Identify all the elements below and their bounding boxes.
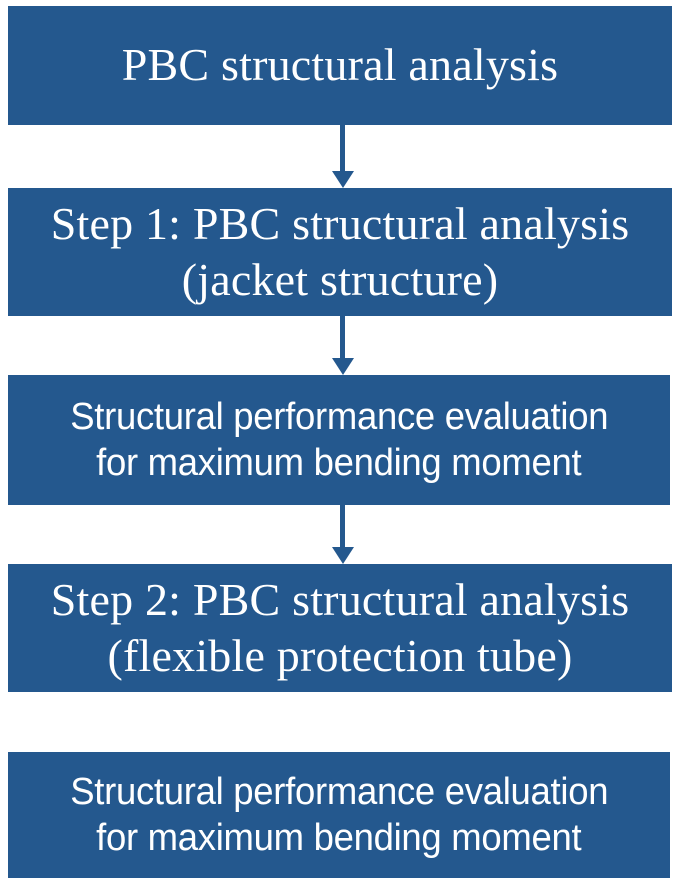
flow-node-line: for maximum bending moment (96, 817, 582, 859)
arrow-shaft (340, 125, 345, 172)
flow-node-line: (jacket structure) (181, 254, 499, 305)
flow-node-line: Structural performance evaluation (70, 395, 608, 438)
flow-node-evaluation-after-step-1: Structural performance evaluation for ma… (8, 375, 670, 505)
arrow-node3-to-node4 (332, 505, 354, 564)
flow-node-line: Structural performance evaluation (70, 770, 608, 813)
down-arrow-icon (332, 358, 354, 375)
arrow-shaft (340, 316, 345, 359)
flow-node-step-2-flexible-protection-tube: Step 2: PBC structural analysis (flexibl… (8, 564, 672, 692)
flow-node-line: Step 1: PBC structural analysis (50, 197, 630, 249)
down-arrow-icon (332, 171, 354, 188)
flow-node-evaluation-after-step-2: Structural performance evaluation for ma… (8, 752, 670, 878)
flow-node-pbc-structural-analysis: PBC structural analysis (8, 6, 672, 125)
flow-node-step-1-jacket-structure: Step 1: PBC structural analysis (jacket … (8, 188, 672, 316)
arrow-node1-to-node2 (332, 125, 354, 188)
flow-node-line: (flexible protection tube) (107, 630, 573, 681)
flow-node-line: for maximum bending moment (96, 442, 582, 484)
down-arrow-icon (332, 547, 354, 564)
arrow-node2-to-node3 (332, 316, 354, 375)
arrow-shaft (340, 505, 345, 548)
flow-node-line: PBC structural analysis (121, 39, 559, 91)
flow-node-line: Step 2: PBC structural analysis (50, 573, 630, 625)
